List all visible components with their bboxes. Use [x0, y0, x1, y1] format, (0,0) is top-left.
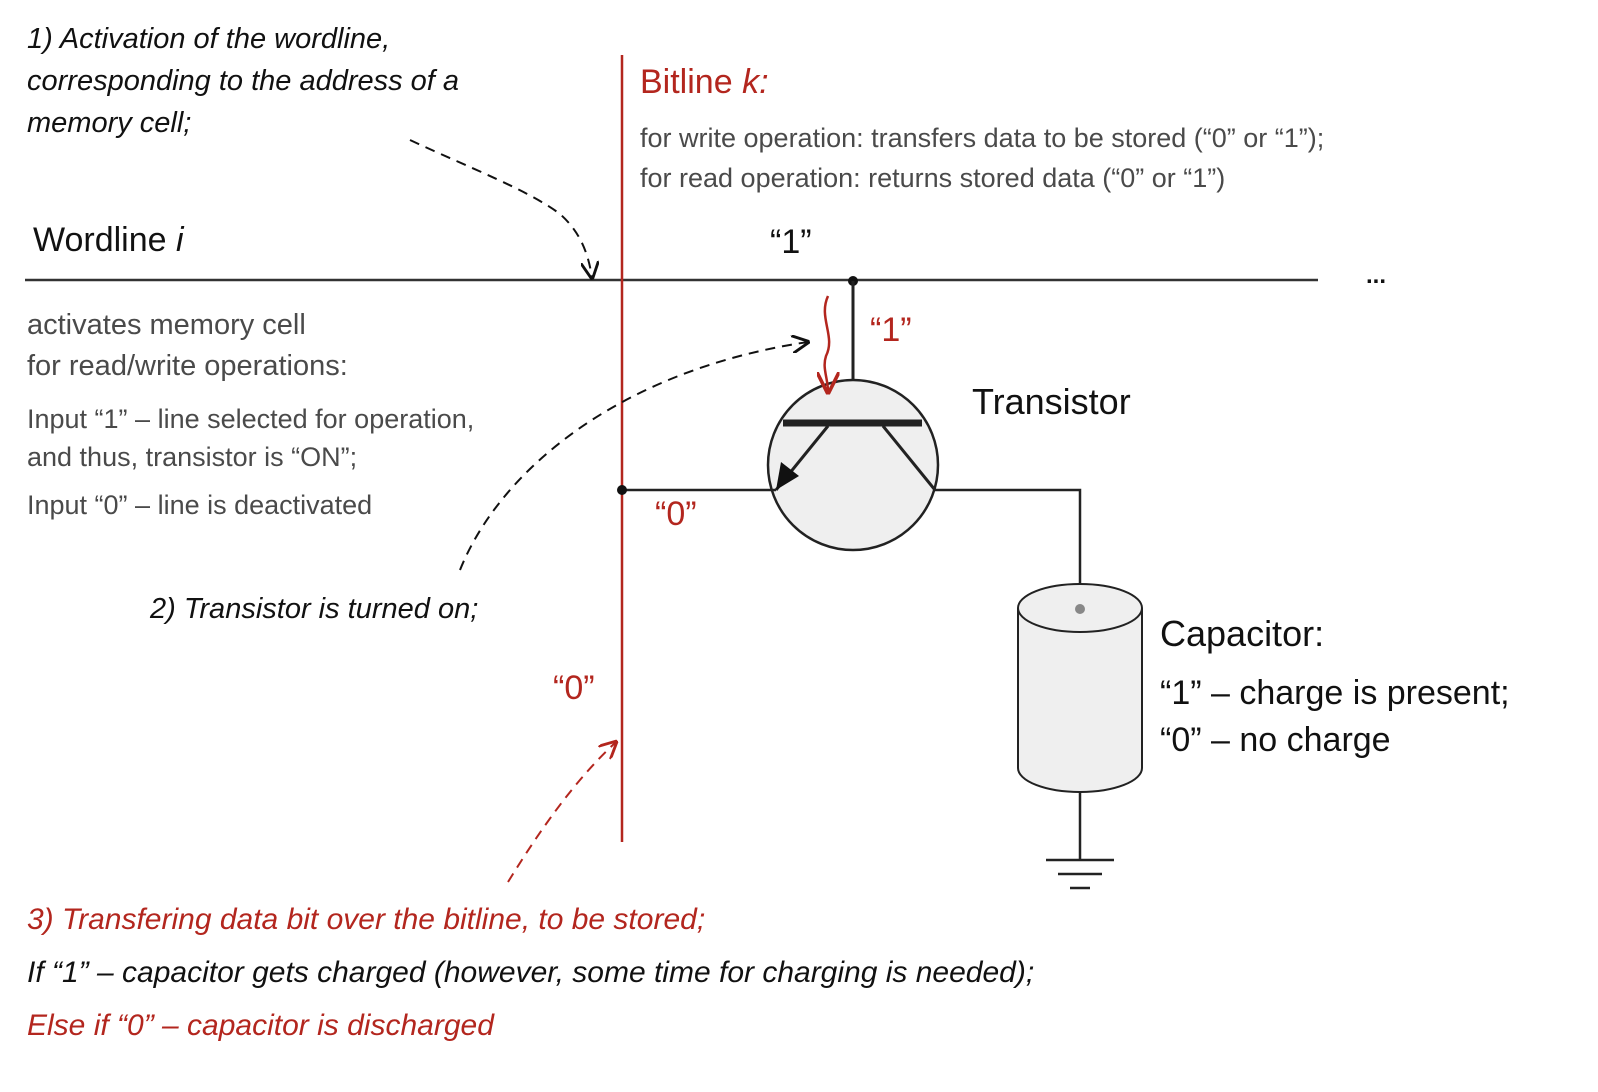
wordline-title-prefix: Wordline [33, 221, 176, 259]
transistor-collector-leg [881, 425, 937, 491]
step2-annotation: 2) Transistor is turned on; [150, 593, 479, 625]
bitline-write-desc: for write operation: transfers data to b… [640, 123, 1325, 153]
wordline-input1-line1: Input “1” – line selected for operation, [27, 404, 475, 434]
capacitor-title: Capacitor: [1160, 613, 1325, 654]
wordline-desc-line1: activates memory cell [27, 309, 306, 341]
wordline-input0: Input “0” – line is deactivated [27, 490, 373, 520]
capacitor-state1: “1” – charge is present; [1160, 674, 1510, 712]
ground-icon [1046, 858, 1114, 890]
step3-else-case: Else if “0” – capacitor is discharged [27, 1009, 494, 1042]
bitline-junction-dot [617, 485, 627, 495]
transistor-body [766, 378, 940, 552]
wordline-title: Wordline i [33, 220, 184, 261]
transistor-label: Transistor [972, 381, 1131, 422]
bitline-read-desc: for read operation: returns stored data … [640, 163, 1226, 193]
bitline-title-prefix: Bitline [640, 63, 743, 101]
gate-current-arrow [825, 295, 830, 392]
bitline-value: “0” [553, 669, 595, 707]
wordline-desc-line2: for read/write operations: [27, 350, 348, 382]
wordline-title-var: i [176, 221, 184, 259]
bitline-title-var: k: [742, 63, 769, 101]
source-value: “0” [655, 495, 697, 533]
wordline-continuation: ... [1366, 262, 1387, 289]
step3-dashed-arrow [507, 742, 616, 883]
capacitor-body [1017, 608, 1143, 793]
transistor-emitter-arrow [776, 462, 799, 490]
step1-dashed-arrow [409, 139, 592, 278]
drain-wire [935, 488, 1082, 608]
step1-annotation: 1) Activation of the wordline, correspon… [27, 23, 460, 139]
step2-dashed-arrow [459, 342, 808, 571]
step3-if-case: If “1” – capacitor gets charged (however… [27, 956, 1035, 989]
wordline-value: “1” [770, 223, 812, 261]
wordline-input1-line2: and thus, transistor is “ON”; [27, 442, 358, 472]
bitline-title: Bitline k: [640, 62, 769, 103]
gate-value: “1” [870, 311, 912, 349]
step3-title: 3) Transfering data bit over the bitline… [27, 903, 706, 936]
capacitor-terminal [1075, 604, 1085, 614]
capacitor-state0: “0” – no charge [1160, 721, 1391, 759]
